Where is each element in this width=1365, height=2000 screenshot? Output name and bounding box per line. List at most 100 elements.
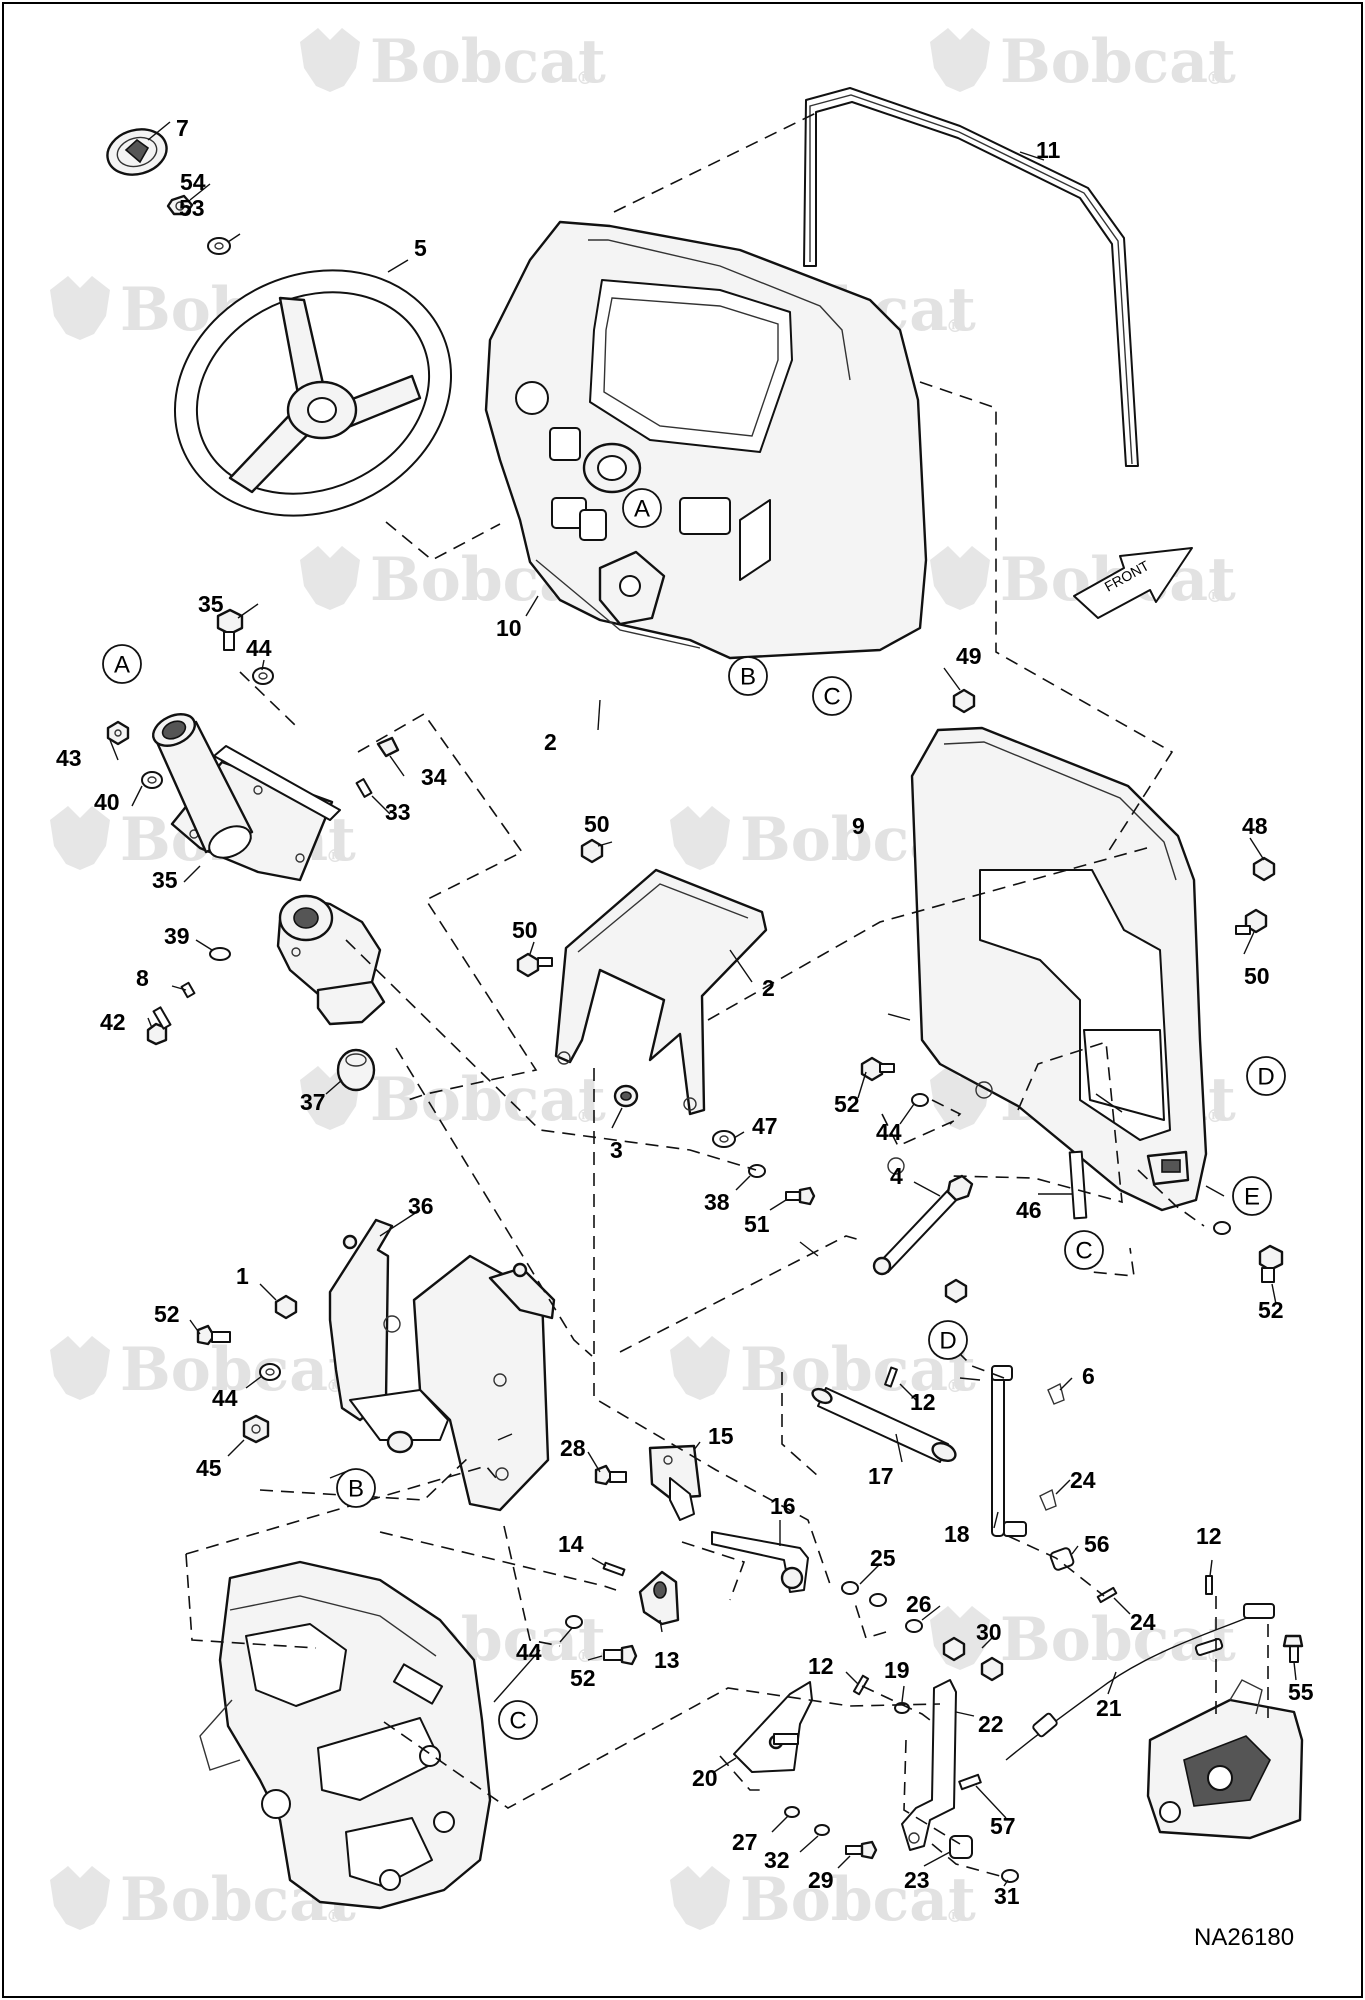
part-pin <box>355 778 373 798</box>
part-steering-washer <box>207 237 231 255</box>
watermark-registered-mark: ® <box>326 846 344 867</box>
callout-52: 52 <box>570 1665 596 1691</box>
part-washer <box>869 1593 887 1607</box>
callout-33: 33 <box>385 799 411 825</box>
part-nut <box>106 720 130 746</box>
svg-text:A: A <box>114 652 130 679</box>
callout-31: 31 <box>994 1883 1020 1909</box>
watermark-registered-mark: ® <box>326 1906 344 1927</box>
part-transmission-housing <box>199 1560 492 1910</box>
callout-9: 9 <box>852 813 865 839</box>
reference-c: C <box>498 1700 538 1740</box>
reference-b: B <box>728 656 768 696</box>
part-washer <box>814 1824 830 1836</box>
part-clip <box>958 1773 982 1791</box>
part-screw <box>845 1840 878 1860</box>
reference-e: E <box>1232 1176 1272 1216</box>
part-washer <box>905 1619 923 1633</box>
callout-6: 6 <box>1082 1363 1095 1389</box>
callout-8: 8 <box>136 965 149 991</box>
part-bolt <box>594 1464 627 1486</box>
callout-24: 24 <box>1130 1609 1156 1635</box>
part-bolt <box>952 688 976 714</box>
callout-17: 17 <box>868 1463 894 1489</box>
part-o-ring <box>209 947 231 961</box>
reference-d: D <box>928 1320 968 1360</box>
bobcat-logo-icon <box>930 546 990 610</box>
part-cap-screw <box>146 1006 172 1046</box>
callout-leaders <box>109 121 1297 1887</box>
svg-text:D: D <box>939 1328 956 1355</box>
bobcat-logo-icon <box>670 806 730 870</box>
bobcat-watermark: Bobcat® <box>930 27 1236 97</box>
callout-24: 24 <box>1070 1467 1096 1493</box>
part-pivot-bracket <box>648 1444 702 1521</box>
callout-48: 48 <box>1242 813 1268 839</box>
svg-text:C: C <box>1075 1238 1092 1265</box>
part-bolt <box>1258 1244 1284 1283</box>
callout-5: 5 <box>414 235 427 261</box>
svg-text:C: C <box>509 1708 526 1735</box>
watermark-brand: Bobcat <box>740 1865 976 1935</box>
part-plug <box>336 1048 376 1092</box>
part-lever <box>711 1531 809 1593</box>
callout-36: 36 <box>408 1193 434 1219</box>
callout-21: 21 <box>1096 1695 1122 1721</box>
part-grommet <box>613 1084 639 1108</box>
part-mounting-bracket <box>554 868 768 1116</box>
callout-51: 51 <box>744 1211 770 1237</box>
callout-55: 55 <box>1288 1679 1314 1705</box>
callout-20: 20 <box>692 1765 718 1791</box>
bobcat-logo-icon <box>930 28 990 92</box>
callout-40: 40 <box>94 789 120 815</box>
part-link-rod <box>872 1174 974 1276</box>
part-bolt <box>196 1324 231 1346</box>
part-cotter-pin <box>1047 1382 1065 1405</box>
callout-44: 44 <box>876 1119 902 1145</box>
callout-30: 30 <box>976 1619 1002 1645</box>
callout-1: 1 <box>236 1263 249 1289</box>
part-nut <box>242 1414 270 1444</box>
callout-44: 44 <box>516 1639 542 1665</box>
callout-19: 19 <box>884 1657 910 1683</box>
callout-29: 29 <box>808 1867 834 1893</box>
callout-37: 37 <box>300 1089 326 1115</box>
part-washer <box>252 667 274 685</box>
callout-39: 39 <box>164 923 190 949</box>
bobcat-logo-icon <box>50 1866 110 1930</box>
bobcat-watermark: Bobcat® <box>670 1335 976 1405</box>
bobcat-watermark: Bobcat® <box>50 1335 356 1405</box>
part-washer <box>911 1093 929 1107</box>
part-bushing <box>386 1430 414 1454</box>
callout-32: 32 <box>764 1847 790 1873</box>
watermark-brand: Bobcat <box>370 27 606 97</box>
part-injection-pump <box>1146 1679 1304 1840</box>
watermark-registered-mark: ® <box>576 68 594 89</box>
part-snap-ring <box>1001 1869 1019 1883</box>
callout-18: 18 <box>944 1521 970 1547</box>
svg-text:C: C <box>823 684 840 711</box>
callout-15: 15 <box>708 1423 734 1449</box>
reference-b: B <box>336 1468 376 1508</box>
callout-11: 11 <box>1036 137 1061 163</box>
callout-44: 44 <box>212 1385 238 1411</box>
callout-7: 7 <box>176 115 189 141</box>
part-bolt <box>580 838 604 864</box>
reference-a: A <box>622 488 662 528</box>
part-clip <box>376 736 400 758</box>
part-washer <box>784 1806 800 1818</box>
callout-45: 45 <box>196 1455 222 1481</box>
part-pedal-bracket <box>328 1218 556 1512</box>
callout-28: 28 <box>560 1435 586 1461</box>
callout-25: 25 <box>870 1545 896 1571</box>
bobcat-watermark: Bobcat® <box>300 1065 606 1135</box>
callout-57: 57 <box>990 1813 1016 1839</box>
callout-50: 50 <box>1244 963 1270 989</box>
bobcat-logo-icon <box>300 546 360 610</box>
part-dash-console <box>484 220 928 660</box>
bobcat-logo-icon <box>50 1336 110 1400</box>
bobcat-logo-icon <box>50 276 110 340</box>
part-bolt <box>516 952 553 978</box>
part-spring-pin <box>602 1561 626 1577</box>
